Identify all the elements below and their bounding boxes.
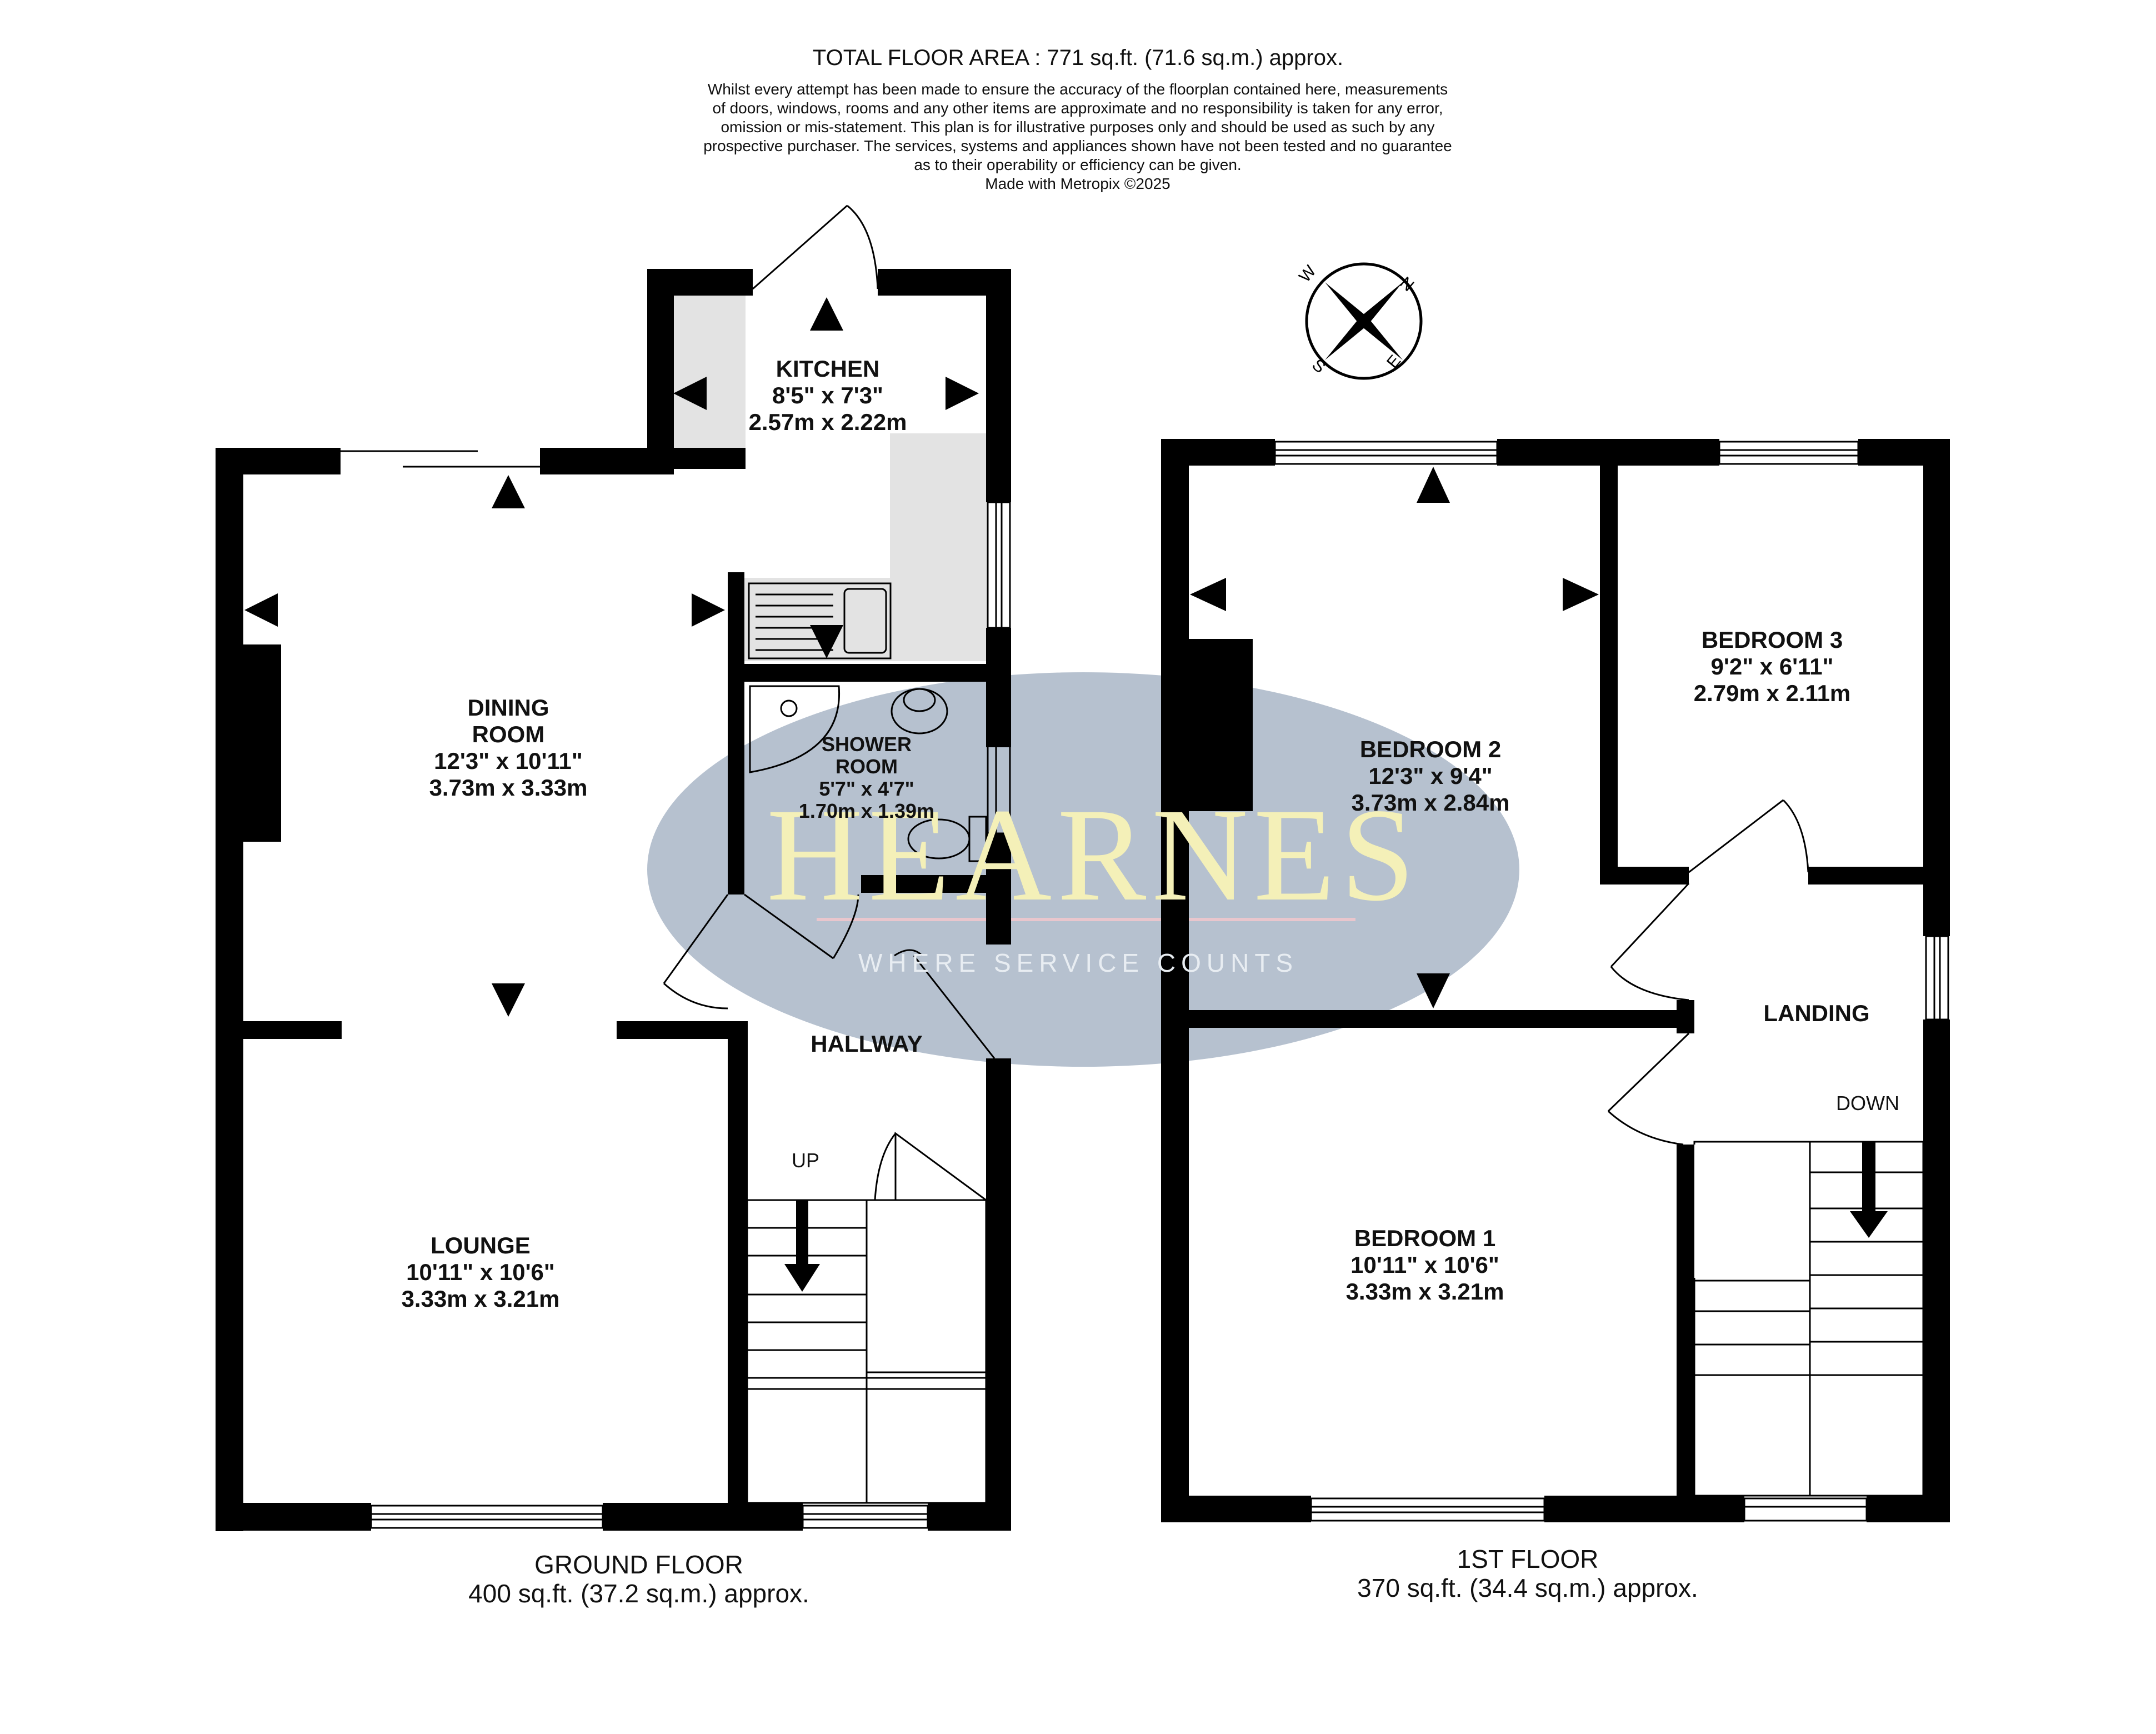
- room-name: BEDROOM 2: [1359, 736, 1502, 762]
- room-name: ROOM: [836, 755, 898, 778]
- room-label-shower: SHOWER ROOM 5'7" x 4'7" 1.70m x 1.39m: [767, 733, 967, 822]
- room-label-landing: LANDING: [1733, 1000, 1900, 1027]
- room-name: KITCHEN: [776, 356, 880, 382]
- disclaimer-line: omission or mis-statement. This plan is …: [721, 118, 1435, 136]
- stairs-down-arrow: [1850, 1142, 1888, 1238]
- room-dim-imperial: 9'2" x 6'11": [1710, 653, 1834, 679]
- first-floor-walls: [1161, 439, 1950, 1522]
- ground-floor-windows: [341, 450, 1011, 1529]
- compass-icon: N E S W: [1295, 262, 1423, 380]
- compass-w: W: [1295, 262, 1320, 286]
- room-name: LANDING: [1763, 1000, 1870, 1026]
- stairs-up-label: UP: [792, 1149, 820, 1172]
- room-label-dining: DINING ROOM 12'3" x 10'11" 3.73m x 3.33m: [383, 694, 633, 801]
- room-dim-metric: 2.79m x 2.11m: [1693, 680, 1851, 706]
- watermark-tagline: WHERE SERVICE COUNTS: [858, 948, 1299, 977]
- first-floor-caption: 1ST FLOOR 370 sq.ft. (34.4 sq.m.) approx…: [1278, 1545, 1778, 1602]
- room-label-bedroom1: BEDROOM 1 10'11" x 10'6" 3.33m x 3.21m: [1305, 1225, 1544, 1305]
- compass-s: S: [1309, 356, 1329, 377]
- room-label-lounge: LOUNGE 10'11" x 10'6" 3.33m x 3.21m: [361, 1232, 600, 1312]
- stairs-up-arrow: [784, 1200, 820, 1292]
- stairs-down-label: DOWN: [1836, 1092, 1899, 1115]
- kitchen-worktops: [673, 294, 987, 661]
- first-floor-doors: [1607, 799, 1809, 1146]
- disclaimer-line: of doors, windows, rooms and any other i…: [712, 99, 1443, 117]
- ground-floor-stairs: [746, 1199, 987, 1504]
- floor-name: GROUND FLOOR: [534, 1550, 743, 1579]
- room-label-hallway: HALLWAY: [778, 1031, 956, 1057]
- watermark-brand: HEARNES: [767, 781, 1420, 928]
- floor-area: 400 sq.ft. (37.2 sq.m.) approx.: [468, 1579, 809, 1608]
- room-dim-metric: 3.73m x 3.33m: [429, 774, 588, 801]
- room-name: HALLWAY: [811, 1031, 923, 1057]
- ground-floor-dimension-arrows: [244, 297, 979, 1017]
- room-dim-metric: 3.73m x 2.84m: [1351, 789, 1510, 816]
- room-dim-imperial: 8'5" x 7'3": [772, 382, 883, 408]
- room-dim-metric: 3.33m x 3.21m: [1345, 1278, 1504, 1305]
- room-name: LOUNGE: [431, 1232, 531, 1258]
- first-floor-dimension-arrows: [1190, 467, 1599, 1008]
- first-floor-stairs: [1693, 1141, 1924, 1497]
- room-name: SHOWER: [822, 733, 912, 756]
- room-dim-metric: 1.70m x 1.39m: [798, 799, 935, 822]
- total-floor-area: TOTAL FLOOR AREA : 771 sq.ft. (71.6 sq.m…: [812, 46, 1344, 70]
- room-dim-imperial: 12'3" x 10'11": [434, 748, 583, 774]
- disclaimer-line: Made with Metropix ©2025: [985, 175, 1170, 192]
- room-dim-imperial: 10'11" x 10'6": [1350, 1252, 1499, 1278]
- room-name: BEDROOM 1: [1354, 1225, 1496, 1251]
- disclaimer-line: prospective purchaser. The services, sys…: [703, 137, 1452, 154]
- room-dim-metric: 2.57m x 2.22m: [748, 409, 907, 435]
- room-name: ROOM: [472, 721, 545, 747]
- disclaimer-line: as to their operability or efficiency ca…: [914, 156, 1242, 173]
- room-dim-imperial: 12'3" x 9'4": [1368, 763, 1493, 789]
- shower-fixtures: [749, 685, 987, 862]
- disclaimer-line: Whilst every attempt has been made to en…: [707, 81, 1448, 98]
- ground-floor-walls: [216, 269, 1011, 1531]
- floor-area: 370 sq.ft. (34.4 sq.m.) approx.: [1357, 1573, 1698, 1602]
- ground-floor-caption: GROUND FLOOR 400 sq.ft. (37.2 sq.m.) app…: [389, 1550, 889, 1608]
- room-label-bedroom2: BEDROOM 2 12'3" x 9'4" 3.73m x 2.84m: [1305, 736, 1555, 816]
- compass-e: E: [1383, 352, 1404, 372]
- watermark-oval: [647, 672, 1519, 1067]
- disclaimer: Whilst every attempt has been made to en…: [578, 80, 1578, 193]
- room-name: DINING: [467, 694, 549, 721]
- room-dim-imperial: 10'11" x 10'6": [406, 1259, 555, 1285]
- room-label-kitchen: KITCHEN 8'5" x 7'3" 2.57m x 2.22m: [717, 356, 939, 436]
- room-dim-imperial: 5'7" x 4'7": [819, 777, 914, 800]
- room-label-bedroom3: BEDROOM 3 9'2" x 6'11" 2.79m x 2.11m: [1647, 627, 1897, 707]
- room-name: BEDROOM 3: [1701, 627, 1843, 653]
- ground-floor-doors: [663, 204, 996, 1201]
- first-floor-windows: [1274, 441, 1949, 1522]
- room-dim-metric: 3.33m x 3.21m: [401, 1286, 560, 1312]
- floor-name: 1ST FLOOR: [1457, 1545, 1599, 1573]
